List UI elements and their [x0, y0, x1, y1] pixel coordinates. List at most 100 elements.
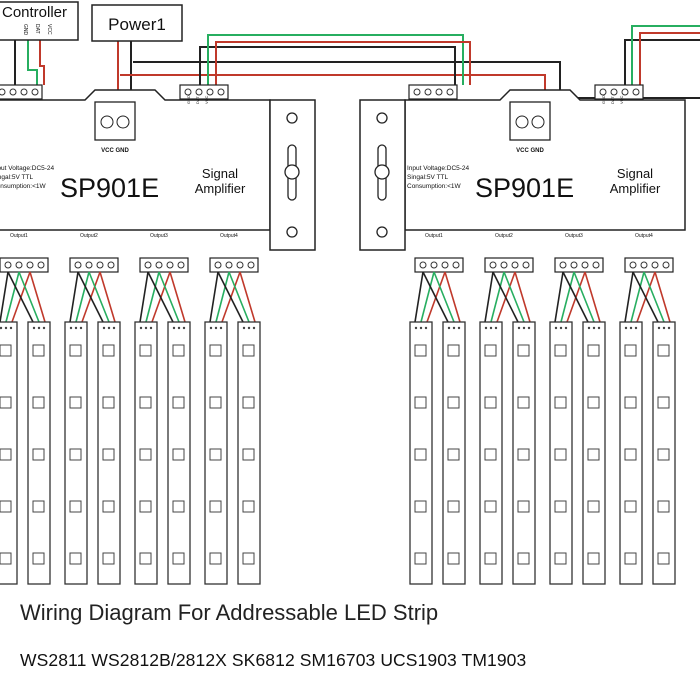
connector-pin: [177, 261, 185, 269]
led-chip: [447, 448, 460, 461]
connector-pin: [214, 261, 222, 269]
led-chip: [209, 396, 222, 409]
strip-pad: [484, 326, 488, 330]
connector-pin: [236, 261, 244, 269]
connector-pin: [26, 261, 34, 269]
led-chip: [172, 500, 185, 513]
connector-pin: [107, 261, 115, 269]
output-wire: [88, 271, 110, 323]
led-chip: [242, 396, 255, 409]
strip-pad: [494, 326, 498, 330]
connector-pin: [4, 261, 12, 269]
output-wire: [444, 271, 461, 323]
strip-pad: [554, 326, 558, 330]
wire-next-vcc: [639, 32, 700, 85]
led-strips: [0, 271, 676, 585]
led-chip: [587, 448, 600, 461]
led-chip: [447, 344, 460, 357]
output-connector: [414, 257, 464, 273]
connector-pin: [570, 261, 578, 269]
spec-line: Input Voltage:DC5-24: [0, 165, 55, 172]
terminal-screw: [531, 115, 545, 129]
led-chip: [102, 500, 115, 513]
model-name: SP901E: [475, 173, 574, 203]
strip-pad: [634, 326, 638, 330]
led-chip: [484, 344, 497, 357]
led-chip: [517, 448, 530, 461]
spec-line: Singal:5V TTL: [407, 174, 448, 181]
output-wire: [422, 271, 449, 323]
led-chip: [484, 396, 497, 409]
output-wire: [414, 271, 424, 323]
connector-pin: [217, 88, 225, 96]
strip-pad: [172, 326, 176, 330]
input-pin-label: VCC: [619, 95, 624, 104]
output-connector: [139, 257, 189, 273]
led-chip: [587, 344, 600, 357]
output-connector: [554, 257, 604, 273]
wire-link-vcc: [215, 41, 471, 85]
led-chip: [624, 448, 637, 461]
wire-next-dat: [631, 25, 700, 85]
wire-controller-dat: [27, 40, 38, 85]
connector-pin: [20, 88, 28, 96]
connector-pin: [247, 261, 255, 269]
output-label: Output4: [220, 233, 238, 239]
connector-pin: [74, 261, 82, 269]
wire-link-dat: [207, 34, 464, 85]
led-chip: [32, 448, 45, 461]
connector-pin: [441, 261, 449, 269]
spec-line: Consumption:<1W: [0, 183, 47, 190]
strip-pad: [219, 326, 223, 330]
connector-pin: [621, 88, 629, 96]
strip-pad: [102, 326, 106, 330]
connector-pin: [424, 88, 432, 96]
strip-pad: [247, 326, 251, 330]
led-chip: [242, 448, 255, 461]
mount-hole: [376, 226, 388, 238]
connector-pin: [599, 88, 607, 96]
output-wire: [77, 271, 104, 323]
strip-pad: [79, 326, 83, 330]
led-chip: [624, 396, 637, 409]
led-chip: [32, 500, 45, 513]
input-connector: [408, 84, 458, 100]
output-wire: [139, 271, 149, 323]
led-chip: [447, 500, 460, 513]
mount-hole: [286, 226, 298, 238]
power-box: [91, 4, 183, 42]
connector-pin: [592, 261, 600, 269]
strip-pad: [597, 326, 601, 330]
strip-pad: [419, 326, 423, 330]
output-wire: [29, 271, 46, 323]
output-wire: [484, 271, 494, 323]
led-chip: [32, 396, 45, 409]
connector-pin: [662, 261, 670, 269]
led-chip: [242, 552, 255, 565]
connector-pin: [225, 261, 233, 269]
strip-pad: [587, 326, 591, 330]
led-chip: [657, 396, 670, 409]
connector-pin: [144, 261, 152, 269]
led-chip: [554, 448, 567, 461]
mount-hole: [376, 112, 388, 124]
connector-pin: [640, 261, 648, 269]
led-chip: [517, 396, 530, 409]
strip-pad: [74, 326, 78, 330]
output-label: Output3: [150, 233, 168, 239]
model-name: SP901E: [60, 173, 159, 203]
led-chip: [414, 396, 427, 409]
led-chip: [69, 552, 82, 565]
connector-pin: [96, 261, 104, 269]
connector-pin: [15, 261, 23, 269]
controller-pin-label: GND: [22, 24, 28, 36]
led-chip: [447, 552, 460, 565]
strip-pad: [662, 326, 666, 330]
strip-pad: [592, 326, 596, 330]
led-chip: [32, 552, 45, 565]
led-chip: [102, 396, 115, 409]
led-chip: [0, 500, 12, 513]
output-wire: [239, 271, 256, 323]
led-chip: [69, 344, 82, 357]
